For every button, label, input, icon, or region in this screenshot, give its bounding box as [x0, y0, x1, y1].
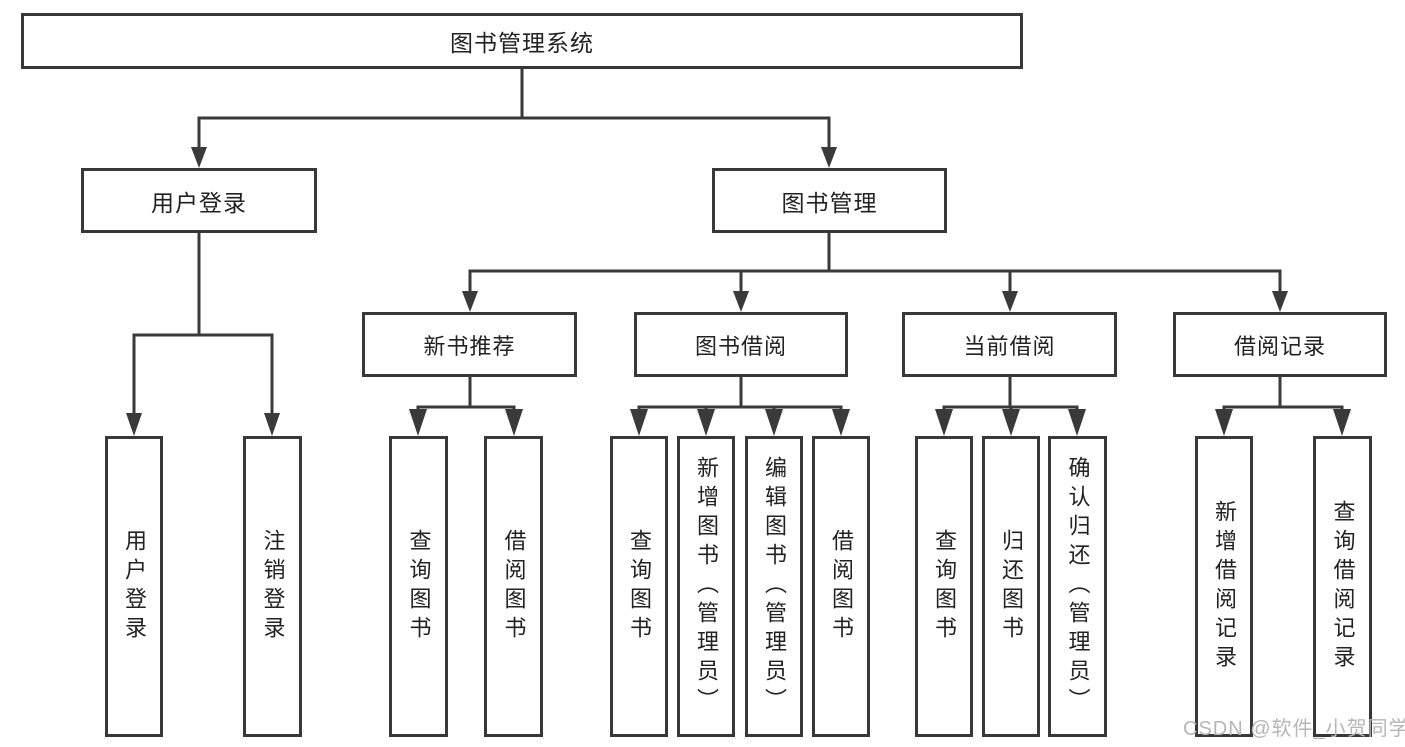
arrowhead	[697, 409, 715, 436]
leaf-borrow-books-recommend-label: 借阅图书	[501, 528, 527, 645]
arrowhead	[191, 147, 207, 168]
arrowhead	[1002, 409, 1020, 436]
node-current-borrow: 当前借阅	[902, 312, 1117, 377]
arrowhead	[765, 409, 783, 436]
connector-lines	[132, 68, 1344, 420]
leaf-confirm-return-admin-label: 确认归还（管理员）	[1065, 456, 1091, 717]
arrowhead	[832, 409, 850, 436]
connector-root-to-level2	[197, 68, 831, 151]
connector-user-login-to-leaves	[132, 233, 274, 420]
arrowhead	[505, 409, 523, 436]
leaf-return-book: 归还图书	[982, 436, 1040, 737]
leaf-query-books-recommend: 查询图书	[389, 436, 448, 737]
leaf-query-books-borrow: 查询图书	[610, 436, 668, 737]
node-book-borrow: 图书借阅	[634, 312, 848, 377]
node-current-borrow-label: 当前借阅	[963, 333, 1056, 359]
node-new-book-recommend: 新书推荐	[362, 312, 577, 377]
leaf-query-books-recommend-label: 查询图书	[406, 528, 432, 645]
leaf-add-borrow-record: 新增借阅记录	[1195, 436, 1253, 737]
connector-book-mgmt-to-level3	[468, 233, 1282, 295]
node-book-management: 图书管理	[712, 168, 947, 233]
node-book-borrow-label: 图书借阅	[694, 333, 787, 359]
node-user-login-label: 用户登录	[151, 189, 247, 216]
node-root-label: 图书管理系统	[450, 30, 594, 56]
connector-new-book-recommend	[416, 377, 516, 414]
leaf-return-book-label: 归还图书	[999, 528, 1024, 645]
leaf-borrow-books-label: 借阅图书	[829, 528, 854, 645]
node-new-book-recommend-label: 新书推荐	[423, 333, 516, 359]
arrowhead	[733, 291, 749, 312]
arrowhead	[821, 147, 837, 168]
arrowhead	[630, 409, 648, 436]
leaf-logout: 注销登录	[243, 436, 302, 737]
arrowhead	[409, 409, 427, 436]
leaf-add-book-admin: 新增图书（管理员）	[677, 436, 735, 737]
leaf-query-books-current-label: 查询图书	[932, 528, 957, 645]
arrowhead	[1068, 409, 1086, 436]
connector-borrow-records	[1222, 377, 1344, 414]
leaf-add-book-admin-label: 新增图书（管理员）	[694, 456, 719, 717]
leaf-query-borrow-record: 查询借阅记录	[1313, 436, 1372, 737]
arrowhead	[462, 291, 478, 312]
leaf-logout-label: 注销登录	[260, 528, 286, 645]
leaf-query-books-borrow-label: 查询图书	[627, 528, 652, 645]
leaf-query-borrow-record-label: 查询借阅记录	[1330, 499, 1356, 674]
arrowhead	[1215, 409, 1233, 436]
arrowhead	[264, 413, 280, 436]
arrowhead	[935, 409, 953, 436]
node-root: 图书管理系统	[21, 13, 1023, 69]
node-borrow-records-label: 借阅记录	[1233, 333, 1326, 359]
leaf-edit-book-admin-label: 编辑图书（管理员）	[762, 456, 787, 717]
leaf-user-login: 用户登录	[105, 436, 163, 737]
leaf-edit-book-admin: 编辑图书（管理员）	[745, 436, 803, 737]
arrowhead	[126, 413, 142, 436]
arrowhead	[1333, 409, 1351, 436]
node-user-login: 用户登录	[81, 168, 317, 233]
leaf-user-login-label: 用户登录	[122, 528, 147, 645]
arrowhead	[1272, 291, 1288, 312]
arrowhead	[1002, 291, 1018, 312]
watermark: CSDN @软件_小贺同学	[1183, 718, 1405, 740]
arrowheads	[126, 147, 1351, 436]
leaf-add-borrow-record-label: 新增借阅记录	[1212, 499, 1237, 674]
node-book-management-label: 图书管理	[781, 189, 878, 216]
connector-current-borrow	[942, 377, 1079, 414]
leaf-confirm-return-admin: 确认归还（管理员）	[1048, 436, 1107, 737]
connector-book-borrow	[637, 377, 843, 414]
leaf-query-books-current: 查询图书	[915, 436, 973, 737]
leaf-borrow-books: 借阅图书	[812, 436, 870, 737]
node-borrow-records: 借阅记录	[1173, 312, 1387, 377]
leaf-borrow-books-recommend: 借阅图书	[484, 436, 543, 737]
